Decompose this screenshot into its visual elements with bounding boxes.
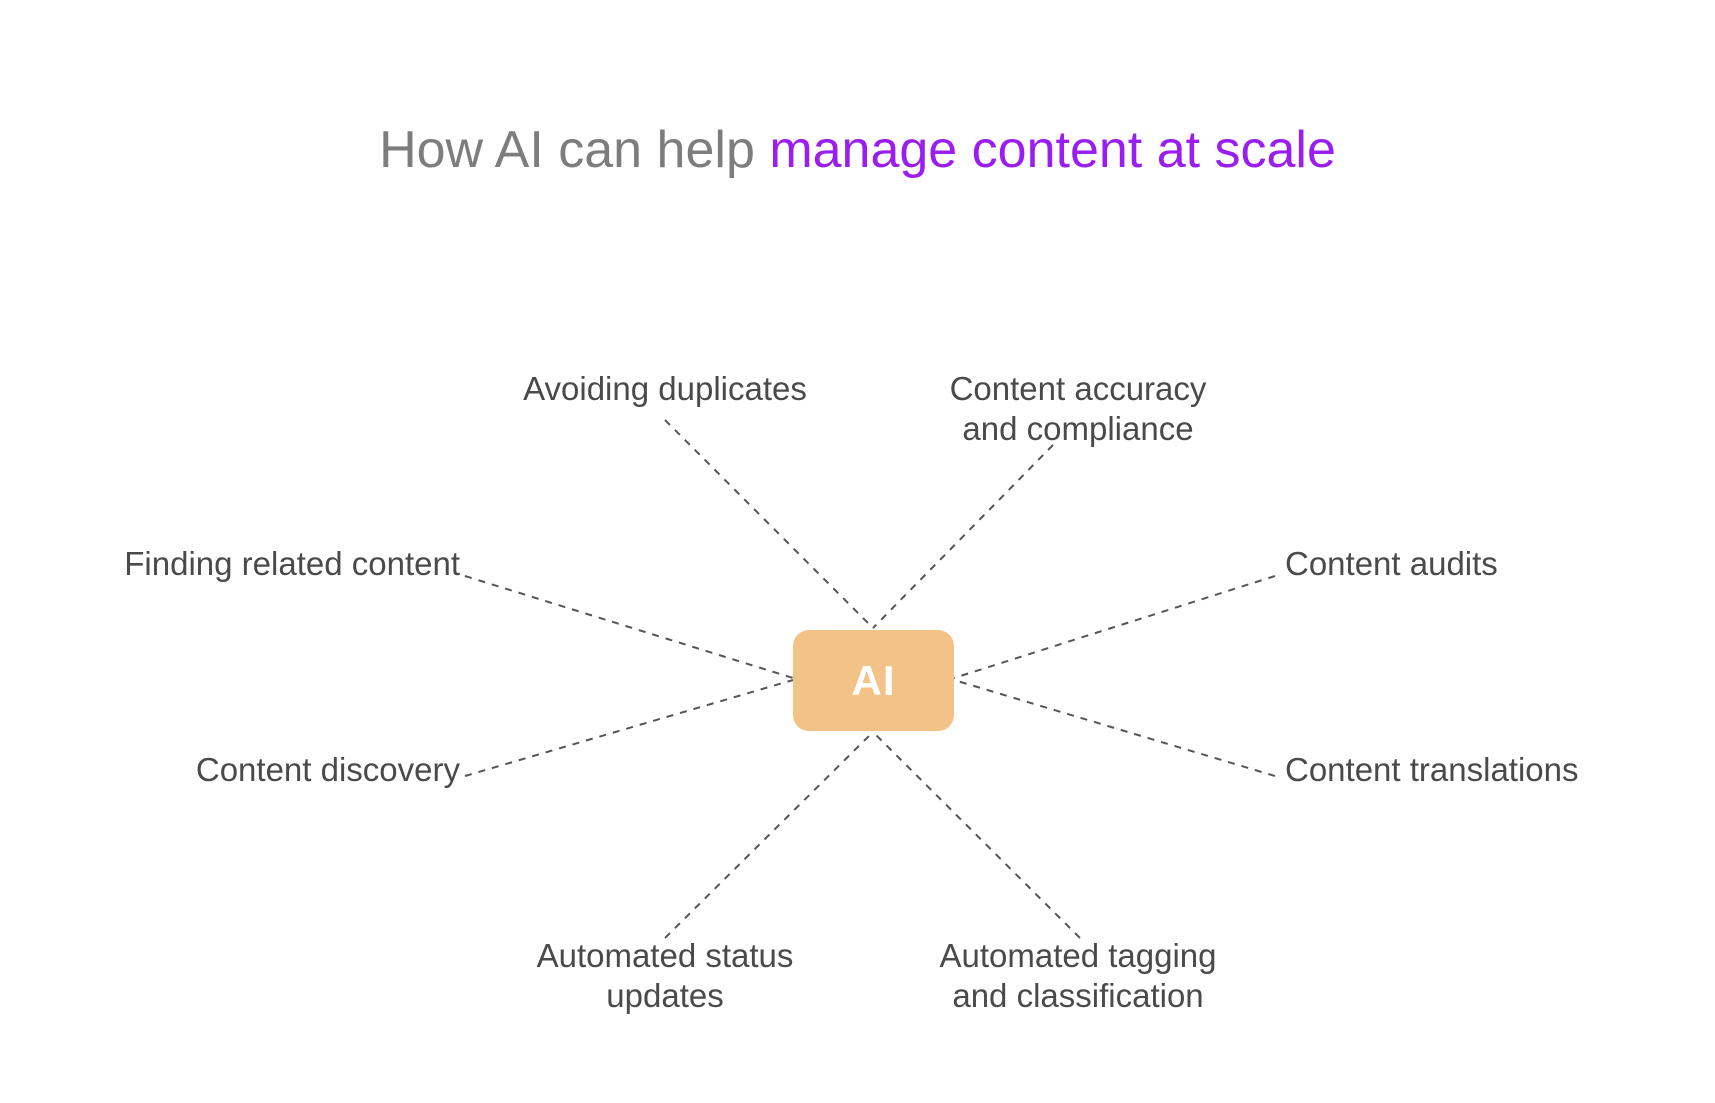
label-content-accuracy: Content accuracy and compliance <box>918 369 1238 449</box>
label-avoiding-duplicates: Avoiding duplicates <box>505 369 825 409</box>
label-avoiding-duplicates-line1: Avoiding duplicates <box>523 370 807 407</box>
connector-automated-status <box>664 731 874 939</box>
ai-hub-label: AI <box>851 656 896 704</box>
label-content-translations-line1: Content translations <box>1285 751 1579 788</box>
label-content-audits: Content audits <box>1285 544 1645 584</box>
ai-hub-node: AI <box>793 630 954 731</box>
label-content-discovery-line1: Content discovery <box>195 751 460 788</box>
connector-automated-tagging <box>872 731 1081 939</box>
connector-finding-related <box>464 575 794 679</box>
title-plain: How AI can help <box>379 121 770 179</box>
diagram-title: How AI can help manage content at scale <box>0 118 1715 182</box>
label-automated-status-updates: Automated status updates <box>505 936 825 1016</box>
label-automated-tagging: Automated tagging and classification <box>908 936 1248 1016</box>
label-content-accuracy-line1: Content accuracy <box>949 370 1207 407</box>
connector-content-translations <box>953 679 1276 777</box>
connector-content-accuracy <box>872 444 1054 629</box>
label-automated-tagging-line1: Automated tagging <box>939 937 1217 974</box>
label-finding-related-line1: Finding related content <box>124 545 460 582</box>
connector-content-discovery <box>464 679 794 777</box>
title-highlight: manage content at scale <box>769 121 1336 179</box>
connector-avoiding-duplicates <box>664 419 874 629</box>
label-content-translations: Content translations <box>1285 750 1685 790</box>
label-content-discovery: Content discovery <box>60 750 460 790</box>
label-automated-tagging-line2: and classification <box>952 977 1204 1014</box>
label-content-accuracy-line2: and compliance <box>962 410 1194 447</box>
label-automated-status-line1: Automated status <box>536 937 794 974</box>
label-automated-status-line2: updates <box>606 977 724 1014</box>
label-finding-related-content: Finding related content <box>60 544 460 584</box>
label-content-audits-line1: Content audits <box>1285 545 1498 582</box>
connector-content-audits <box>953 575 1276 679</box>
